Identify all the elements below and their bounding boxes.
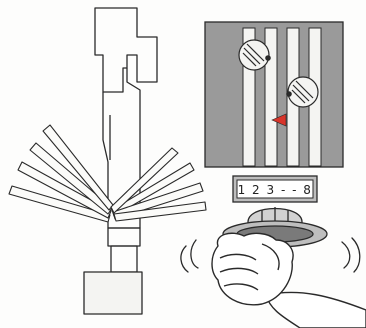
lens-pupil [265, 55, 271, 61]
lens-ring [238, 39, 270, 71]
lens-hatch [291, 89, 306, 104]
gloved-hand-icon [211, 232, 366, 328]
motion-line-right [341, 241, 351, 269]
lens-pupil [286, 91, 292, 97]
spindle-collar [107, 227, 141, 247]
fan-blade [8, 185, 111, 223]
spindle-neck [110, 245, 138, 273]
lens-hatch [295, 80, 314, 99]
hand-finger-line [223, 283, 259, 291]
lens-hatch [242, 52, 257, 67]
hand-fist [211, 232, 294, 306]
lens-ring [287, 76, 319, 108]
spindle-base [83, 271, 143, 315]
fan-blade [17, 161, 112, 219]
hand-finger-line [219, 253, 257, 261]
lens-hatch [292, 84, 310, 102]
fan-blade [113, 201, 207, 222]
lens-eye-icon [286, 76, 319, 108]
motion-line-left [190, 239, 199, 269]
motion-lines-icon [180, 237, 361, 273]
red-indicator-icon [271, 113, 287, 127]
spindle-icon [83, 7, 158, 315]
counter-value: 1 2 3 - - 8 [238, 183, 313, 197]
slot-panel [204, 21, 344, 168]
fan-blade [110, 147, 179, 214]
motion-line-right [351, 237, 361, 273]
lens-hatch [243, 47, 261, 65]
hand-finger-line [219, 267, 259, 275]
lens-eye-icon [238, 39, 271, 71]
panel-slot [264, 27, 278, 167]
counter-display: 1 2 3 - - 8 [232, 175, 318, 203]
fan-blades-icon [8, 124, 207, 223]
spindle-top-bracket [94, 7, 158, 93]
lens-hatch [246, 43, 265, 62]
motion-line-left [180, 245, 189, 273]
counter-window [236, 179, 314, 199]
hand-thumb [261, 243, 280, 271]
hand-arm [265, 291, 366, 328]
